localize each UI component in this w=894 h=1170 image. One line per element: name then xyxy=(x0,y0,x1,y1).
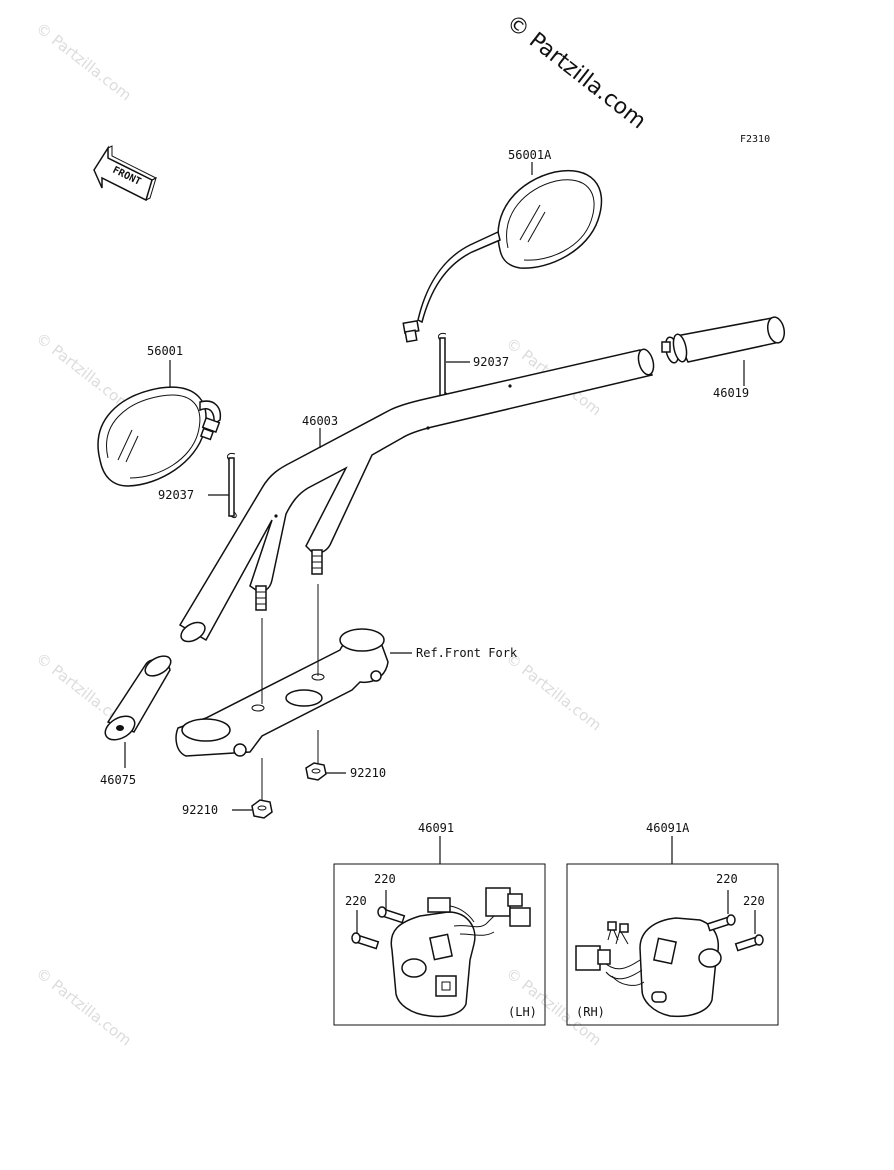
copyright-text: © Partzilla.com xyxy=(501,10,650,134)
switch-lh-callout: 46091 xyxy=(418,821,454,835)
screw-lh-1 xyxy=(377,906,406,924)
grip-right xyxy=(661,316,786,364)
figure-code: F2310 xyxy=(740,134,770,145)
nut-left-callout: 92210 xyxy=(182,803,218,817)
grip-right-callout: 46019 xyxy=(713,386,749,400)
handlebar-callout: 46003 xyxy=(302,414,338,428)
band-left xyxy=(226,453,237,519)
screw-rh-1-callout: 220 xyxy=(716,872,738,886)
screw-rh-1 xyxy=(706,914,736,932)
grip-left-callout: 46075 xyxy=(100,773,136,787)
handlebar xyxy=(178,348,655,643)
lh-tag: (LH) xyxy=(508,1005,537,1019)
mirror-right-callout: 56001A xyxy=(508,148,552,162)
fork-clamp xyxy=(175,628,389,757)
front-arrow-icon: FRONT xyxy=(93,145,158,202)
rh-tag: (RH) xyxy=(576,1005,605,1019)
switch-rh-callout: 46091A xyxy=(646,821,690,835)
ref-front-fork-label: Ref.Front Fork xyxy=(416,646,518,660)
mirror-left xyxy=(97,386,222,487)
watermark-1: © Partzilla.com xyxy=(33,19,135,104)
watermark-2: © Partzilla.com xyxy=(33,329,135,414)
band-right-callout: 92037 xyxy=(473,355,509,369)
screw-rh-2-callout: 220 xyxy=(743,894,765,908)
band-left-callout: 92037 xyxy=(158,488,194,502)
screw-lh-2-callout: 220 xyxy=(345,894,367,908)
mirror-left-callout: 56001 xyxy=(147,344,183,358)
switch-lh-assembly xyxy=(390,887,531,1018)
nut-left xyxy=(251,799,273,819)
nut-right-callout: 92210 xyxy=(350,766,386,780)
watermark-6: © Partzilla.com xyxy=(33,964,135,1049)
watermark-5: © Partzilla.com xyxy=(503,649,605,734)
switch-rh-assembly xyxy=(575,917,722,1018)
grip-left xyxy=(104,655,172,741)
screw-rh-2 xyxy=(734,934,764,952)
band-right xyxy=(437,333,448,399)
nut-right xyxy=(305,762,327,781)
screw-lh-1-callout: 220 xyxy=(374,872,396,886)
mirror-right xyxy=(402,170,603,343)
screw-lh-2 xyxy=(351,932,380,950)
